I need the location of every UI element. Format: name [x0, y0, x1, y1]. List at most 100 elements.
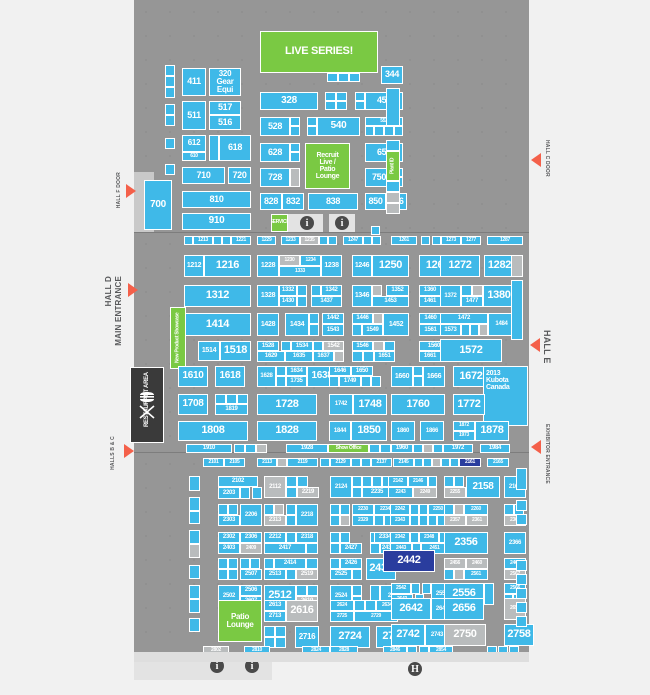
booth-2249[interactable]: 2249 — [413, 487, 437, 498]
booth-small[interactable] — [165, 164, 175, 175]
booth-1312[interactable]: 1312 — [184, 285, 251, 307]
booth-1828[interactable]: 1828 — [257, 421, 317, 441]
booth-small[interactable] — [384, 126, 394, 136]
booth-2343[interactable]: 2343 — [390, 515, 410, 526]
booth-1960[interactable]: 1960 — [391, 444, 413, 453]
booth-2616[interactable]: 2616 — [286, 600, 318, 622]
booth-small[interactable] — [433, 444, 443, 453]
booth-2366[interactable]: 2366 — [504, 532, 526, 554]
booth-small[interactable] — [472, 285, 483, 296]
booth-small[interactable] — [325, 101, 336, 110]
booth-small[interactable] — [340, 515, 350, 526]
booth-2137[interactable]: 2137 — [371, 458, 392, 467]
booth-small[interactable] — [516, 468, 527, 490]
booth-small[interactable] — [306, 543, 318, 554]
booth-2255[interactable]: 2255 — [444, 487, 466, 498]
booth-850[interactable]: 850 — [365, 193, 386, 210]
booth-small[interactable] — [218, 569, 228, 580]
booth-1650[interactable]: 1650 — [351, 366, 373, 376]
booth-small[interactable] — [450, 458, 459, 467]
booth-1238[interactable]: 1238 — [321, 255, 342, 277]
info-marker-icon[interactable]: i — [300, 216, 314, 230]
booth-2442-highlighted[interactable]: 2442 — [383, 550, 435, 572]
helipad-marker-icon[interactable]: H — [408, 662, 422, 676]
booth-small[interactable] — [444, 504, 454, 515]
booth-small[interactable] — [484, 583, 494, 605]
booth-small[interactable] — [311, 285, 321, 296]
booth-small[interactable] — [189, 599, 200, 613]
booth-1233[interactable]: 1233 — [281, 236, 300, 245]
booth-2306[interactable]: 2306 — [240, 532, 262, 543]
booth-1610[interactable]: 1610 — [178, 366, 208, 387]
booth-2561[interactable]: 2561 — [464, 569, 488, 580]
booth-1250[interactable]: 1250 — [372, 255, 409, 277]
booth-small[interactable] — [423, 444, 433, 453]
booth-2206[interactable]: 2206 — [240, 504, 262, 526]
feature-show-office[interactable]: Show Office — [328, 444, 369, 453]
booth-1708[interactable]: 1708 — [178, 394, 208, 415]
booth-small[interactable] — [286, 476, 297, 487]
booth-1428[interactable]: 1428 — [257, 313, 279, 336]
booth-small[interactable] — [165, 104, 175, 115]
booth-540[interactable]: 540 — [317, 117, 360, 136]
booth-small[interactable] — [290, 152, 300, 162]
booth-small[interactable] — [410, 504, 419, 515]
booth-1430[interactable]: 1430 — [279, 296, 297, 307]
booth-small[interactable] — [372, 476, 382, 487]
booth-1660[interactable]: 1660 — [391, 366, 413, 387]
booth-2218[interactable]: 2218 — [296, 504, 318, 526]
booth-2146[interactable]: 2146 — [408, 476, 428, 487]
booth-small[interactable] — [410, 515, 419, 526]
booth-1273[interactable]: 1273 — [441, 236, 461, 245]
booth-small[interactable] — [428, 476, 437, 487]
feature-patio-lounge[interactable]: Patio Lounge — [218, 600, 262, 642]
booth-small[interactable] — [351, 458, 361, 467]
booth-small[interactable] — [371, 226, 380, 235]
booth-552[interactable]: 552 — [365, 117, 403, 126]
booth-small[interactable] — [371, 376, 381, 387]
booth-small[interactable] — [165, 115, 175, 126]
booth-411[interactable]: 411 — [182, 68, 206, 96]
booth-1434[interactable]: 1434 — [285, 313, 309, 336]
booth-small[interactable] — [516, 574, 527, 585]
booth-1543[interactable]: 1543 — [322, 324, 344, 336]
booth-618[interactable]: 618 — [219, 135, 251, 161]
booth-832[interactable]: 832 — [282, 193, 304, 210]
booth-small[interactable] — [290, 117, 300, 126]
booth-810[interactable]: 810 — [182, 191, 251, 208]
booth-2357[interactable]: 2357 — [444, 515, 466, 526]
booth-2101[interactable]: 2101 — [203, 458, 224, 467]
booth-2417[interactable]: 2417 — [264, 543, 306, 554]
booth-small[interactable] — [165, 65, 175, 76]
booth-2105[interactable]: 2105 — [224, 458, 245, 467]
booth-small[interactable] — [414, 458, 423, 467]
booth-728[interactable]: 728 — [260, 168, 290, 187]
booth-2219[interactable]: 2219 — [297, 487, 319, 498]
booth-small[interactable] — [454, 569, 464, 580]
booth-2750[interactable]: 2750 — [444, 624, 486, 646]
booth-small[interactable] — [461, 285, 472, 296]
booth-small[interactable] — [355, 92, 365, 101]
booth-1749[interactable]: 1749 — [339, 376, 361, 387]
booth-1878[interactable]: 1878 — [475, 421, 509, 441]
booth-1628[interactable]: 1628 — [257, 366, 276, 387]
booth-small[interactable] — [352, 569, 362, 580]
booth-small[interactable] — [275, 626, 286, 637]
booth-small[interactable] — [209, 135, 219, 161]
booth-small[interactable] — [516, 500, 527, 511]
booth-small[interactable] — [184, 236, 193, 245]
booth-small[interactable] — [309, 324, 319, 336]
booth-small[interactable] — [454, 504, 464, 515]
booth-small[interactable] — [189, 585, 200, 599]
booth-small[interactable] — [245, 444, 256, 453]
booth-small[interactable] — [250, 558, 260, 569]
booth-1573[interactable]: 1573 — [440, 324, 461, 336]
booth-1261[interactable]: 1261 — [391, 236, 417, 245]
booth-small[interactable] — [386, 181, 400, 192]
booth-small[interactable] — [290, 143, 300, 152]
booth-small[interactable] — [338, 73, 349, 82]
booth-612[interactable]: 612 — [182, 135, 206, 152]
booth-720[interactable]: 720 — [228, 167, 251, 184]
booth-1342[interactable]: 1342 — [321, 285, 342, 296]
booth-2456[interactable]: 2456 — [444, 558, 466, 569]
